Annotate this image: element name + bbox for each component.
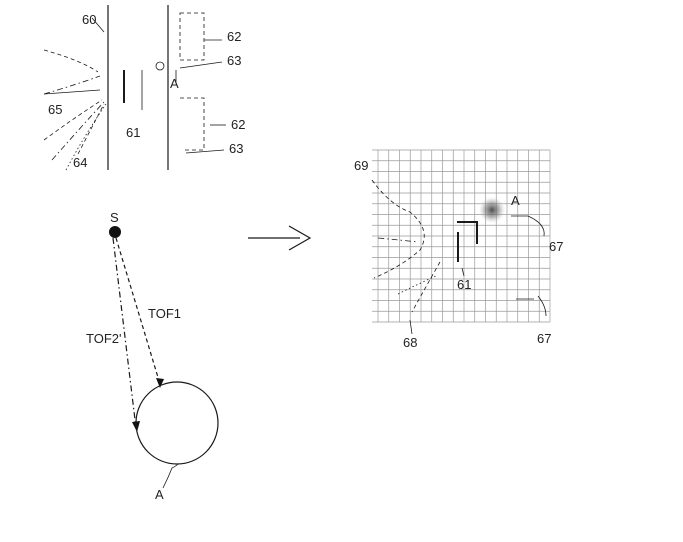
label-62-bottom: 62 [231,117,245,132]
leader-63-bottom [185,149,225,154]
curve-69 [371,179,425,279]
label-60: 60 [82,12,96,27]
curve-68-inner [397,275,437,295]
label-67-bottom: 67 [537,331,551,346]
label-63-top: 63 [227,53,241,68]
label-source: S [110,210,119,225]
source-node [109,226,121,238]
tof1-arrowhead [156,378,164,388]
curve-68 [411,261,441,313]
ray-3 [43,99,103,141]
label-a-grid: A [511,193,520,208]
leader-63-top [179,61,223,69]
wall-segment-62-top [179,12,205,61]
wall-segment-62-bottom [180,97,205,151]
label-61-grid: 61 [457,277,471,292]
leader-61 [461,267,465,277]
grid-obstacle-top [457,221,478,244]
label-61: 61 [126,125,140,140]
grid-map: 69 A 67 61 68 67 [354,149,563,350]
label-68: 68 [403,335,417,350]
label-63-bottom: 63 [229,141,243,156]
label-67-top: 67 [549,239,563,254]
ray-2 [43,75,101,95]
ray-1 [43,49,99,73]
target-circle [135,381,219,465]
curve-69-inner [377,237,419,243]
grid-lines [372,149,551,323]
label-65: 65 [48,102,62,117]
label-64: 64 [73,155,87,170]
label-tof2: TOF2' [86,331,121,346]
leader-a-circle [162,463,179,489]
label-a-top: A [170,76,179,91]
leader-67-bottom [537,295,547,317]
label-69: 69 [354,158,368,173]
tof2-path [112,237,137,429]
room-plan: 60 62 63 A 62 63 65 61 64 [43,5,245,171]
tof-diagram: S TOF1 TOF2' A [86,210,219,502]
ray-64 [77,103,105,155]
location-blob [479,197,505,223]
tof1-path [115,237,161,385]
label-a-circle: A [155,487,164,502]
arrow-head [288,225,312,251]
leader-60 [91,17,105,33]
point-a-marker [155,61,165,71]
leader-67-top [527,215,545,237]
label-tof1: TOF1 [148,306,181,321]
ray-4 [51,101,105,161]
transform-arrow [248,225,312,251]
leader-68 [409,319,413,335]
ray-65 [43,89,101,95]
label-62-top: 62 [227,29,241,44]
